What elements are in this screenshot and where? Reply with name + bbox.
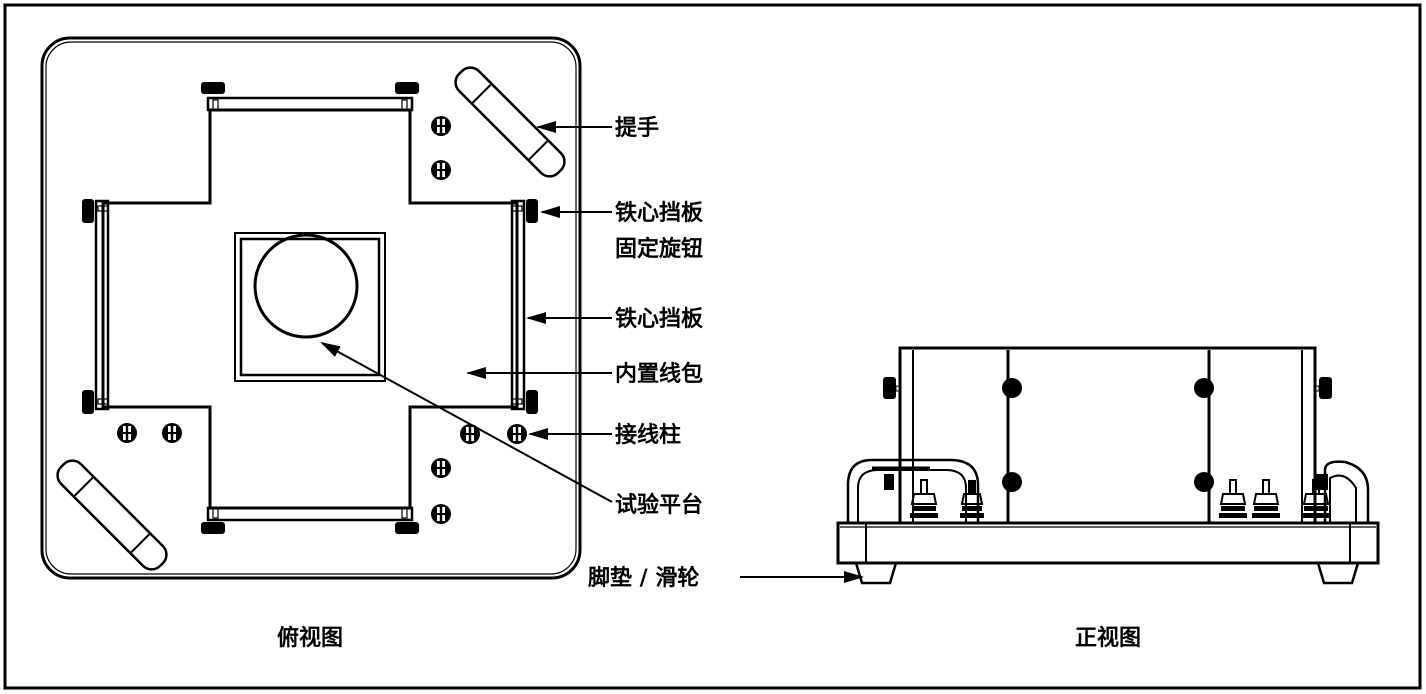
foot-left [854, 562, 898, 585]
baffle-knob-icon [201, 522, 225, 534]
baffle-knob-icon [526, 199, 538, 223]
base-plate-outline [40, 36, 582, 580]
label-coil: 内置线包 [615, 361, 703, 387]
labels: 提手 铁心挡板 固定旋钮 铁心挡板 内置线包 接线柱 试验平台 脚垫 / 滑轮 [588, 115, 704, 591]
leader-platform [320, 342, 613, 503]
terminal-icon [431, 116, 451, 136]
leader-lines [320, 121, 864, 583]
foot-right [1316, 562, 1360, 585]
terminal-icon [507, 424, 527, 444]
cross-core-outline [101, 108, 519, 510]
terminal-post-icon [1219, 479, 1247, 518]
terminal-post-icon [910, 479, 938, 518]
bolt-icon [1194, 472, 1214, 492]
core-baffle-top [206, 96, 414, 112]
label-baffle-knob-2: 固定旋钮 [615, 236, 703, 262]
coil-outer-square [234, 232, 386, 382]
handle-bottom-left [56, 459, 168, 571]
label-baffle-knob-1: 铁心挡板 [615, 200, 704, 226]
label-foot: 脚垫 / 滑轮 [588, 565, 699, 591]
baffle-knob-icon [82, 390, 94, 414]
front-view: 正视图 [836, 346, 1380, 651]
front-view-caption: 正视图 [1075, 625, 1141, 651]
test-platform-circle [253, 233, 359, 339]
top-view: 俯视图 [40, 36, 582, 651]
outer-frame [3, 3, 1422, 690]
core-baffle-right [510, 199, 526, 411]
side-knob-icon [883, 377, 896, 399]
coil-inner-square [239, 237, 381, 377]
terminal-icon [117, 423, 137, 443]
terminal-icon [431, 504, 451, 524]
bolt-icon [1002, 378, 1022, 398]
terminal-icon [431, 458, 451, 478]
bolt-icon [1002, 472, 1022, 492]
base-plate-inner-outline [45, 41, 577, 575]
base-body [836, 521, 1380, 565]
label-baffle: 铁心挡板 [615, 306, 704, 332]
top-view-caption: 俯视图 [277, 625, 343, 651]
core-baffle-bottom [206, 506, 414, 522]
terminal-post-icon [1302, 479, 1330, 518]
terminal-post-icon [960, 480, 984, 518]
terminal-icon [162, 423, 182, 443]
front-terminals [910, 479, 1330, 518]
side-knob-icon [1319, 377, 1332, 399]
label-terminal: 接线柱 [615, 422, 681, 448]
label-handle: 提手 [615, 115, 659, 141]
handle-top-right [454, 66, 566, 178]
core-baffle-left [94, 199, 110, 411]
handle-left-front [846, 458, 980, 523]
baffle-knob-icon [395, 522, 419, 534]
baffle-knob-icon [395, 82, 419, 94]
terminal-icon [431, 160, 451, 180]
terminal-post-icon [1252, 479, 1280, 518]
bolt-icon [1194, 378, 1214, 398]
core-box [898, 346, 1317, 525]
baffle-knob-icon [201, 82, 225, 94]
baffle-knob-icon [82, 199, 94, 223]
baffle-knob-icon [526, 390, 538, 414]
label-platform: 试验平台 [615, 492, 703, 518]
